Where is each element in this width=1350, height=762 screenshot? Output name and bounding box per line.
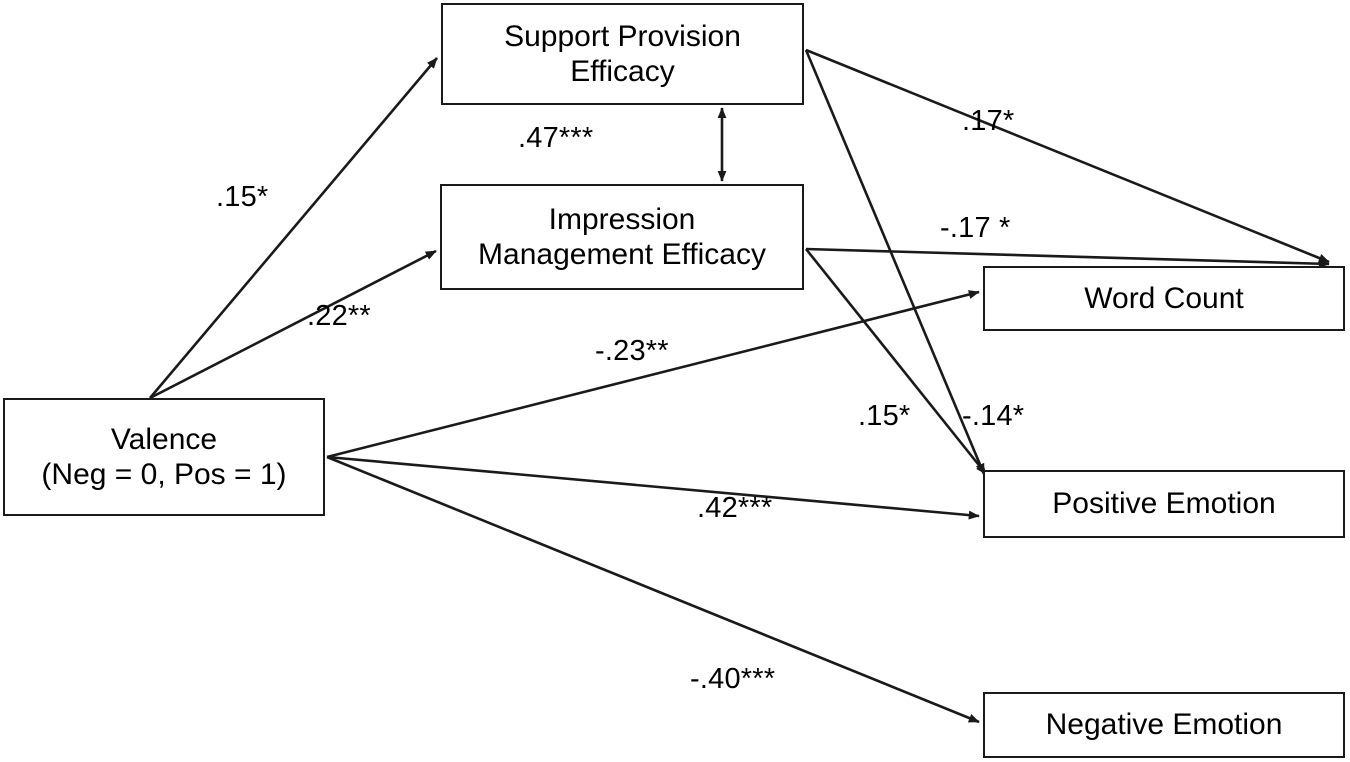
path-label-impression-management-efficacy-to-word-count: -.17 * (940, 212, 1011, 244)
edge-valence-to-impression-management-efficacy (149, 249, 437, 400)
node-label-negative-emotion: Negative Emotion (1045, 708, 1283, 742)
node-negative-emotion[interactable]: Negative Emotion (983, 692, 1345, 758)
path-label-valence-to-support-provision-efficacy: .15* (216, 181, 269, 213)
node-support-provision-efficacy[interactable]: Support Provision Efficacy (441, 3, 804, 105)
path-label-impression-management-efficacy-to-positive-emotion: -.14* (962, 400, 1025, 432)
edge-impression-management-efficacy-to-word-count (805, 247, 1330, 269)
edge-support-provision-efficacy-to-word-count (805, 48, 1330, 264)
path-label-valence-to-positive-emotion: .42*** (697, 492, 773, 524)
node-label-positive-emotion: Positive Emotion (1052, 487, 1276, 521)
path-label-support-provision-efficacy-to-word-count: .17* (962, 105, 1015, 137)
path-label-valence-to-word-count: -.23** (595, 335, 669, 367)
edge-valence-to-word-count (326, 290, 980, 459)
node-word-count[interactable]: Word Count (983, 266, 1345, 331)
edge-support-provision-efficacy-to-positive-emotion (804, 49, 986, 475)
node-label-impression-management-efficacy: Impression Management Efficacy (478, 202, 766, 271)
node-label-valence: Valence (Neg = 0, Pos = 1) (41, 422, 287, 491)
path-label-support-provision-efficacy-to-positive-emotion: .15* (858, 400, 911, 432)
path-label-valence-to-impression-management-efficacy: .22** (307, 300, 371, 332)
edge-valence-to-support-provision-efficacy (149, 57, 438, 399)
node-valence[interactable]: Valence (Neg = 0, Pos = 1) (3, 398, 325, 516)
path-label-spe-ime-covariance: .47*** (518, 122, 594, 154)
edge-valence-to-positive-emotion (326, 455, 980, 520)
edge-valence-to-negative-emotion (326, 455, 980, 724)
edge-impression-management-efficacy-to-positive-emotion (804, 248, 988, 475)
node-positive-emotion[interactable]: Positive Emotion (983, 470, 1345, 538)
node-label-support-provision-efficacy: Support Provision Efficacy (504, 19, 741, 88)
node-impression-management-efficacy[interactable]: Impression Management Efficacy (440, 184, 804, 290)
path-label-valence-to-negative-emotion: -.40*** (690, 663, 776, 695)
node-label-word-count: Word Count (1084, 281, 1244, 315)
